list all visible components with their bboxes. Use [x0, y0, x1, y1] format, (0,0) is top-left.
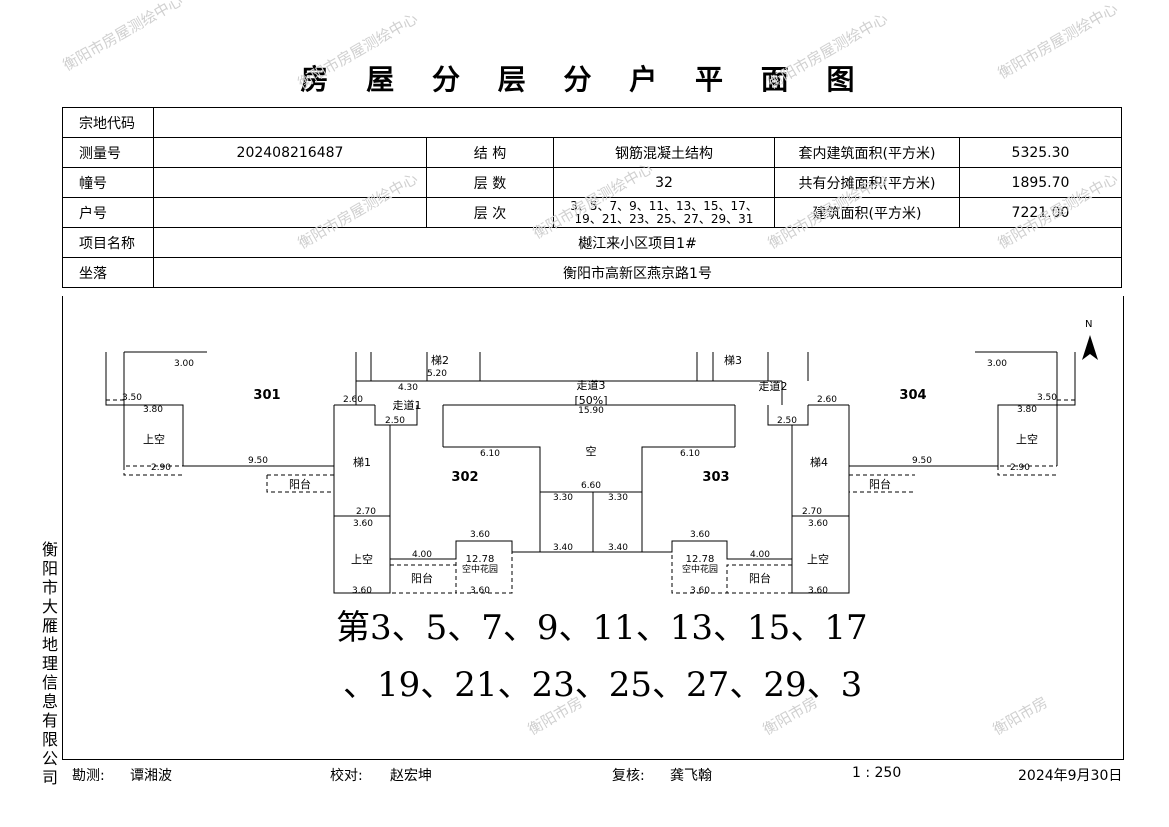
- sky-garden-area: 12.78: [466, 554, 495, 565]
- dim: 3.60: [690, 530, 710, 540]
- balcony-label: 阳台: [749, 571, 771, 585]
- dim: 6.10: [680, 449, 700, 459]
- kance-name: 谭湘波: [130, 768, 172, 784]
- dim: 3.60: [808, 586, 828, 596]
- unit-label: 301: [253, 388, 280, 403]
- page-title: 房 屋 分 层 分 户 平 面 图: [300, 63, 869, 96]
- dim: 4.00: [412, 550, 432, 560]
- dim: 3.60: [690, 586, 710, 596]
- corridor-label: 走道3: [577, 378, 606, 392]
- dim: 9.50: [248, 456, 268, 466]
- unit-label: 302: [451, 470, 478, 485]
- dim: 3.60: [808, 519, 828, 529]
- void-above-label: 上空: [1016, 432, 1038, 446]
- jiaodui-name: 赵宏坤: [390, 768, 432, 784]
- drawing-frame: [62, 296, 1124, 760]
- svg-text:N: N: [1085, 319, 1092, 330]
- jiaodui-label: 校对:: [330, 768, 363, 784]
- dim: 3.50: [122, 393, 142, 403]
- stair-label: 梯2: [431, 354, 449, 367]
- balcony-label: 阳台: [869, 477, 891, 491]
- dim: 3.60: [352, 586, 372, 596]
- dim: 6.10: [480, 449, 500, 459]
- void-above-label: 上空: [143, 432, 165, 446]
- floor-list-line-2: 、19、21、23、25、27、29、3: [343, 665, 863, 705]
- dim: 2.60: [817, 395, 837, 405]
- scale: 1 : 250: [852, 765, 902, 781]
- cengci-value: 3、5、7、9、11、13、15、17、19、21、23、25、27、29、31: [553, 197, 775, 228]
- dim: 15.90: [578, 406, 604, 416]
- fuhe-label: 复核:: [612, 768, 645, 784]
- dim: 3.60: [353, 519, 373, 529]
- dim: 3.40: [553, 543, 573, 553]
- taonei-value: 5325.30: [959, 137, 1122, 168]
- xiangmu-label: 项目名称: [62, 227, 154, 258]
- sky-garden-label: 空中花园: [462, 563, 498, 575]
- north-arrow-icon: N: [1082, 319, 1098, 360]
- fuhe-name: 龚飞翰: [670, 768, 712, 784]
- void-above-label: 上空: [807, 552, 829, 566]
- dim: 3.60: [470, 530, 490, 540]
- dim: 3.50: [1037, 393, 1057, 403]
- zhuang-label: 幢号: [62, 167, 154, 198]
- sky-garden-area: 12.78: [686, 554, 715, 565]
- dim: 3.30: [608, 493, 628, 503]
- dim: 3.00: [987, 359, 1007, 369]
- date: 2024年9月30日: [1018, 768, 1123, 784]
- dim: 3.40: [608, 543, 628, 553]
- corridor-label: 走道2: [759, 379, 788, 393]
- stair-label: 梯1: [353, 456, 371, 469]
- dim: 2.70: [356, 507, 376, 517]
- stair-label: 梯4: [810, 456, 828, 469]
- dim: 2.50: [385, 416, 405, 426]
- cengci-line-1: 3、5、7、9、11、13、15、17、: [570, 198, 758, 213]
- corridor-label: 走道1: [393, 398, 422, 412]
- cengci-line-2: 19、21、23、25、27、29、31: [574, 211, 754, 226]
- unit-label: 304: [899, 388, 926, 403]
- dim: 6.60: [581, 481, 601, 491]
- kance-label: 勘测:: [72, 768, 105, 784]
- unit-label: 303: [702, 470, 729, 485]
- organization-vertical: 衡阳市大雁地理信息有限公司: [42, 540, 59, 787]
- floor-list-line-1: 第3、5、7、9、11、13、15、17: [336, 608, 868, 648]
- dim: 4.00: [750, 550, 770, 560]
- gongyou-value: 1895.70: [959, 167, 1122, 198]
- sky-garden-label: 空中花园: [682, 563, 718, 575]
- balcony-label: 阳台: [411, 571, 433, 585]
- zuoluo-label: 坐落: [62, 257, 154, 288]
- dim: 2.60: [343, 395, 363, 405]
- stair-label: 梯3: [724, 354, 742, 367]
- dim: 3.60: [470, 586, 490, 596]
- dim: 2.90: [1010, 463, 1030, 473]
- corridor-note: [50%]: [574, 394, 607, 407]
- dim: 3.80: [1017, 405, 1037, 415]
- zongdi-label: 宗地代码: [62, 107, 154, 138]
- info-table: 宗地代码 测量号 202408216487 结 构 钢筋混凝土结构 套内建筑面积…: [62, 107, 1122, 288]
- void-label: 空: [586, 444, 597, 458]
- dim: 4.30: [398, 383, 418, 393]
- dim: 5.20: [427, 369, 447, 379]
- zuoluo-value: 衡阳市高新区燕京路1号: [153, 257, 1122, 288]
- dim: 2.70: [802, 507, 822, 517]
- dim: 9.50: [912, 456, 932, 466]
- void-above-label: 上空: [351, 552, 373, 566]
- jiegou-value: 钢筋混凝土结构: [553, 137, 775, 168]
- dim: 2.90: [151, 463, 171, 473]
- dim: 3.80: [143, 405, 163, 415]
- balcony-label: 阳台: [289, 477, 311, 491]
- dim: 2.50: [777, 416, 797, 426]
- dim: 3.00: [174, 359, 194, 369]
- jianzhu-value: 7221.00: [959, 197, 1122, 228]
- dim: 3.30: [553, 493, 573, 503]
- censhu-value: 32: [553, 167, 775, 198]
